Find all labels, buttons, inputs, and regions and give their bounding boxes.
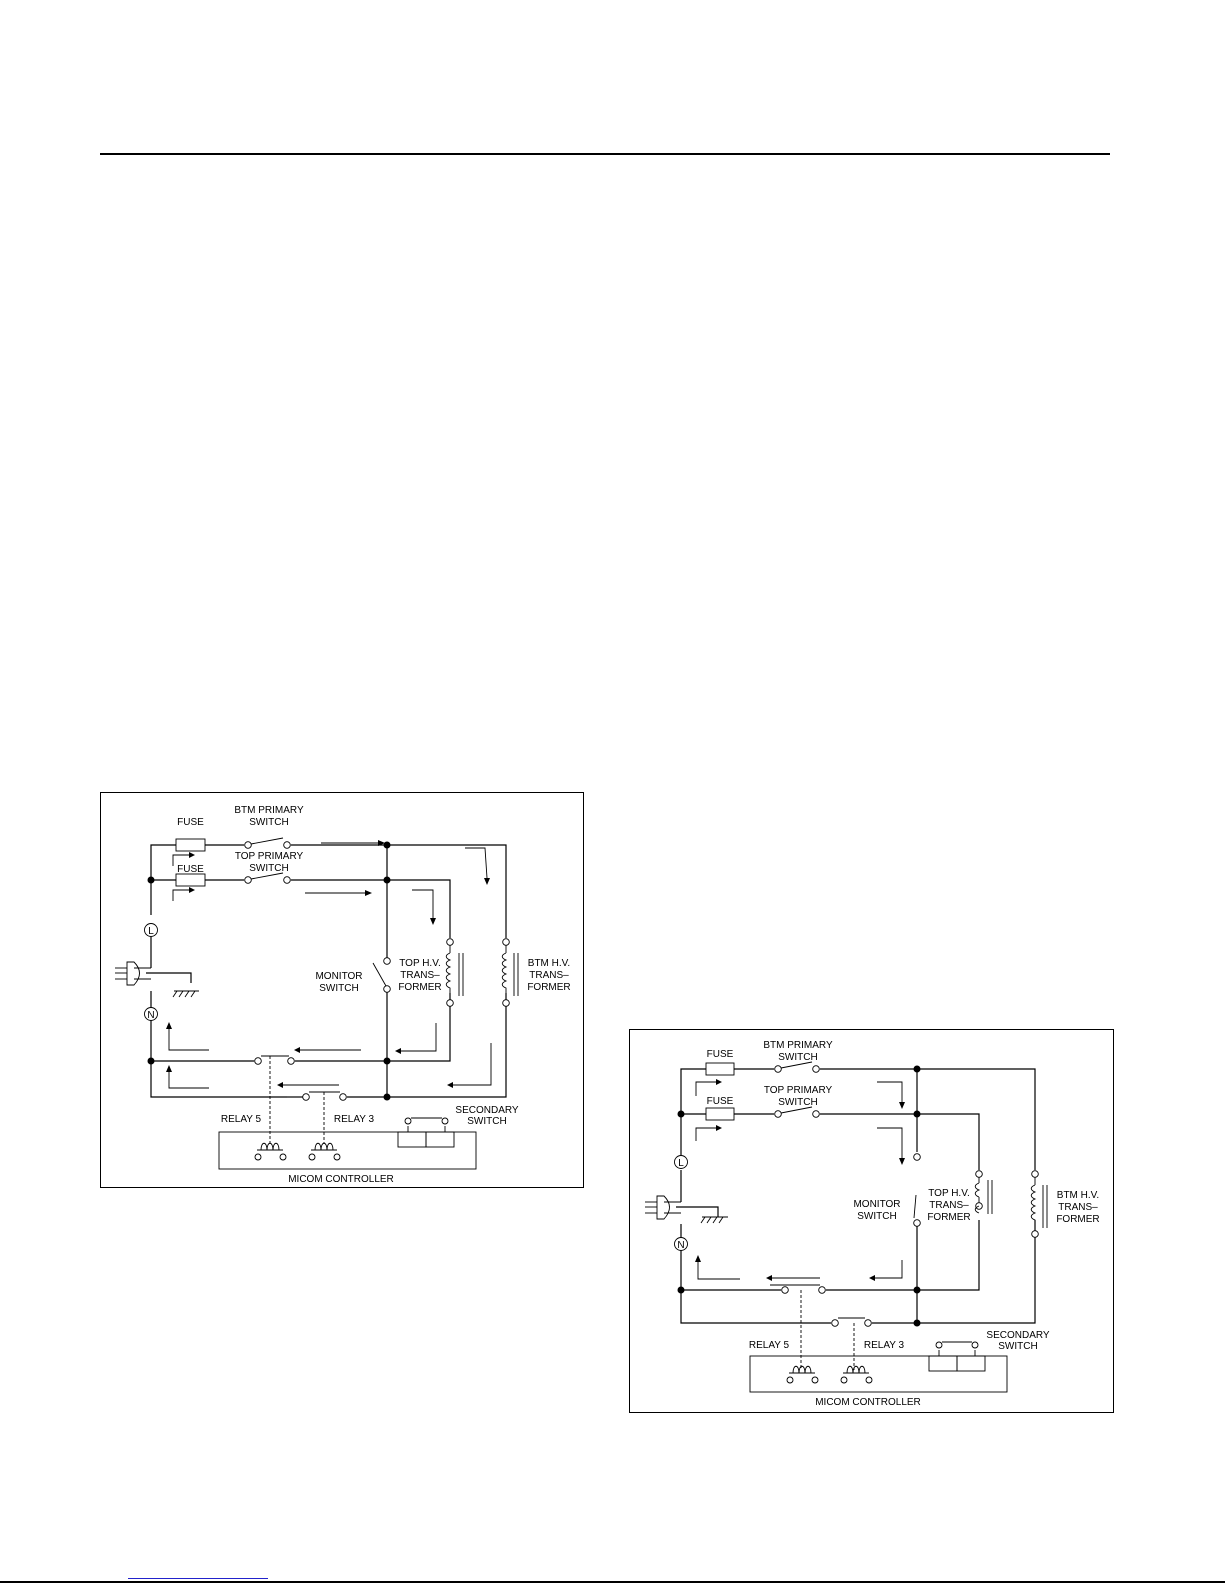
relay5-label: RELAY 5 <box>749 1340 790 1351</box>
ground-icon <box>172 990 199 998</box>
relay3-contact <box>831 1317 872 1370</box>
monitor-switch-label-2: SWITCH <box>319 983 358 994</box>
junction-nodes <box>147 841 391 1101</box>
fuse-btm <box>175 838 206 852</box>
neutral-terminal-label: N <box>677 1240 684 1251</box>
ground-icon <box>700 1216 728 1224</box>
micom-controller-box <box>218 1131 477 1170</box>
top-hv-transformer <box>445 938 464 1007</box>
btm-primary-switch-label-2: SWITCH <box>778 1052 817 1063</box>
secondary-switch-label-1: SECONDARY <box>455 1105 518 1116</box>
relay3-contact <box>302 1091 347 1143</box>
monitor-switch <box>372 957 391 993</box>
relay5-contact <box>770 1284 826 1370</box>
line-terminal-label: L <box>148 926 154 937</box>
btm-primary-switch <box>244 837 291 849</box>
monitor-switch-label-1: MONITOR <box>853 1199 900 1210</box>
junction-nodes <box>677 1065 921 1327</box>
footer-link-underline[interactable] <box>128 1578 268 1579</box>
relay5-coil-icon <box>254 1142 287 1161</box>
fuse-label-top: FUSE <box>177 864 204 875</box>
top-hv-label-1: TOP H.V. <box>928 1188 970 1199</box>
header-rule <box>100 153 1110 155</box>
neutral-terminal <box>674 1237 688 1251</box>
plug-icon <box>115 961 151 986</box>
top-hv-label-3: FORMER <box>398 982 441 993</box>
line-terminal <box>674 1155 688 1169</box>
btm-hv-label-3: FORMER <box>527 982 570 993</box>
btm-primary-switch-label-2: SWITCH <box>249 817 288 828</box>
fuse-label-top: FUSE <box>707 1096 734 1107</box>
monitor-switch <box>913 1153 921 1227</box>
btm-hv-transformer <box>501 938 519 1007</box>
line-terminal <box>144 923 158 937</box>
secondary-switch <box>928 1341 986 1372</box>
micom-controller-label: MICOM CONTROLLER <box>288 1174 394 1185</box>
monitor-switch-label-2: SWITCH <box>857 1211 896 1222</box>
relay3-label: RELAY 3 <box>864 1340 905 1351</box>
top-primary-switch <box>774 1106 820 1118</box>
circuit-diagram-right: L N <box>629 1029 1114 1413</box>
wires <box>676 1068 1036 1324</box>
wires <box>146 844 507 1098</box>
plug-icon <box>645 1195 681 1220</box>
btm-hv-label-2: TRANS– <box>1058 1202 1098 1213</box>
line-terminal-label: L <box>678 1158 684 1169</box>
relay5-coil-icon <box>786 1365 819 1384</box>
neutral-terminal <box>144 1007 158 1021</box>
btm-hv-label-2: TRANS– <box>529 970 569 981</box>
fuse-label-btm: FUSE <box>707 1049 734 1060</box>
secondary-switch-label-1: SECONDARY <box>986 1330 1049 1341</box>
top-hv-label-2: TRANS– <box>400 970 440 981</box>
fuse-btm <box>705 1062 735 1076</box>
btm-hv-label-1: BTM H.V. <box>1057 1190 1099 1201</box>
top-primary-switch-label-1: TOP PRIMARY <box>235 851 304 862</box>
top-hv-label-1: TOP H.V. <box>399 958 441 969</box>
relay3-label: RELAY 3 <box>334 1114 375 1125</box>
top-primary-switch-label-2: SWITCH <box>249 863 288 874</box>
btm-primary-switch-label-1: BTM PRIMARY <box>763 1040 833 1051</box>
current-flow-arrows <box>166 840 492 1089</box>
fuse-top <box>175 873 206 887</box>
neutral-terminal-label: N <box>147 1010 154 1021</box>
circuit-diagram-left: L N <box>100 792 584 1188</box>
secondary-switch-label-2: SWITCH <box>467 1116 506 1127</box>
relay3-coil-icon <box>840 1365 873 1384</box>
fuse-label-btm: FUSE <box>177 817 204 828</box>
footer-rule <box>0 1581 1225 1583</box>
btm-hv-label-3: FORMER <box>1056 1214 1099 1225</box>
top-primary-switch-label-2: SWITCH <box>778 1097 817 1108</box>
circuit-svg-left: L N <box>115 805 571 1185</box>
btm-hv-label-1: BTM H.V. <box>528 958 570 969</box>
monitor-switch-label-1: MONITOR <box>315 971 362 982</box>
micom-controller-label: MICOM CONTROLLER <box>815 1397 921 1408</box>
btm-hv-transformer <box>1030 1170 1048 1238</box>
circuit-svg-right: L N <box>645 1040 1100 1408</box>
current-flow-arrows <box>695 1079 905 1281</box>
btm-primary-switch <box>774 1061 820 1073</box>
secondary-switch <box>397 1117 455 1148</box>
micom-controller-box <box>749 1355 1008 1393</box>
relay3-coil-icon <box>308 1142 341 1161</box>
btm-primary-switch-label-1: BTM PRIMARY <box>234 805 304 816</box>
top-primary-switch <box>244 872 291 884</box>
relay5-label: RELAY 5 <box>221 1114 262 1125</box>
secondary-switch-label-2: SWITCH <box>998 1341 1037 1352</box>
relay5-contact <box>254 1055 295 1143</box>
top-hv-label-2: TRANS– <box>929 1200 969 1211</box>
fuse-top <box>705 1107 735 1121</box>
top-hv-label-3: FORMER <box>927 1212 970 1223</box>
top-primary-switch-label-1: TOP PRIMARY <box>764 1085 833 1096</box>
top-hv-transformer <box>974 1170 993 1214</box>
